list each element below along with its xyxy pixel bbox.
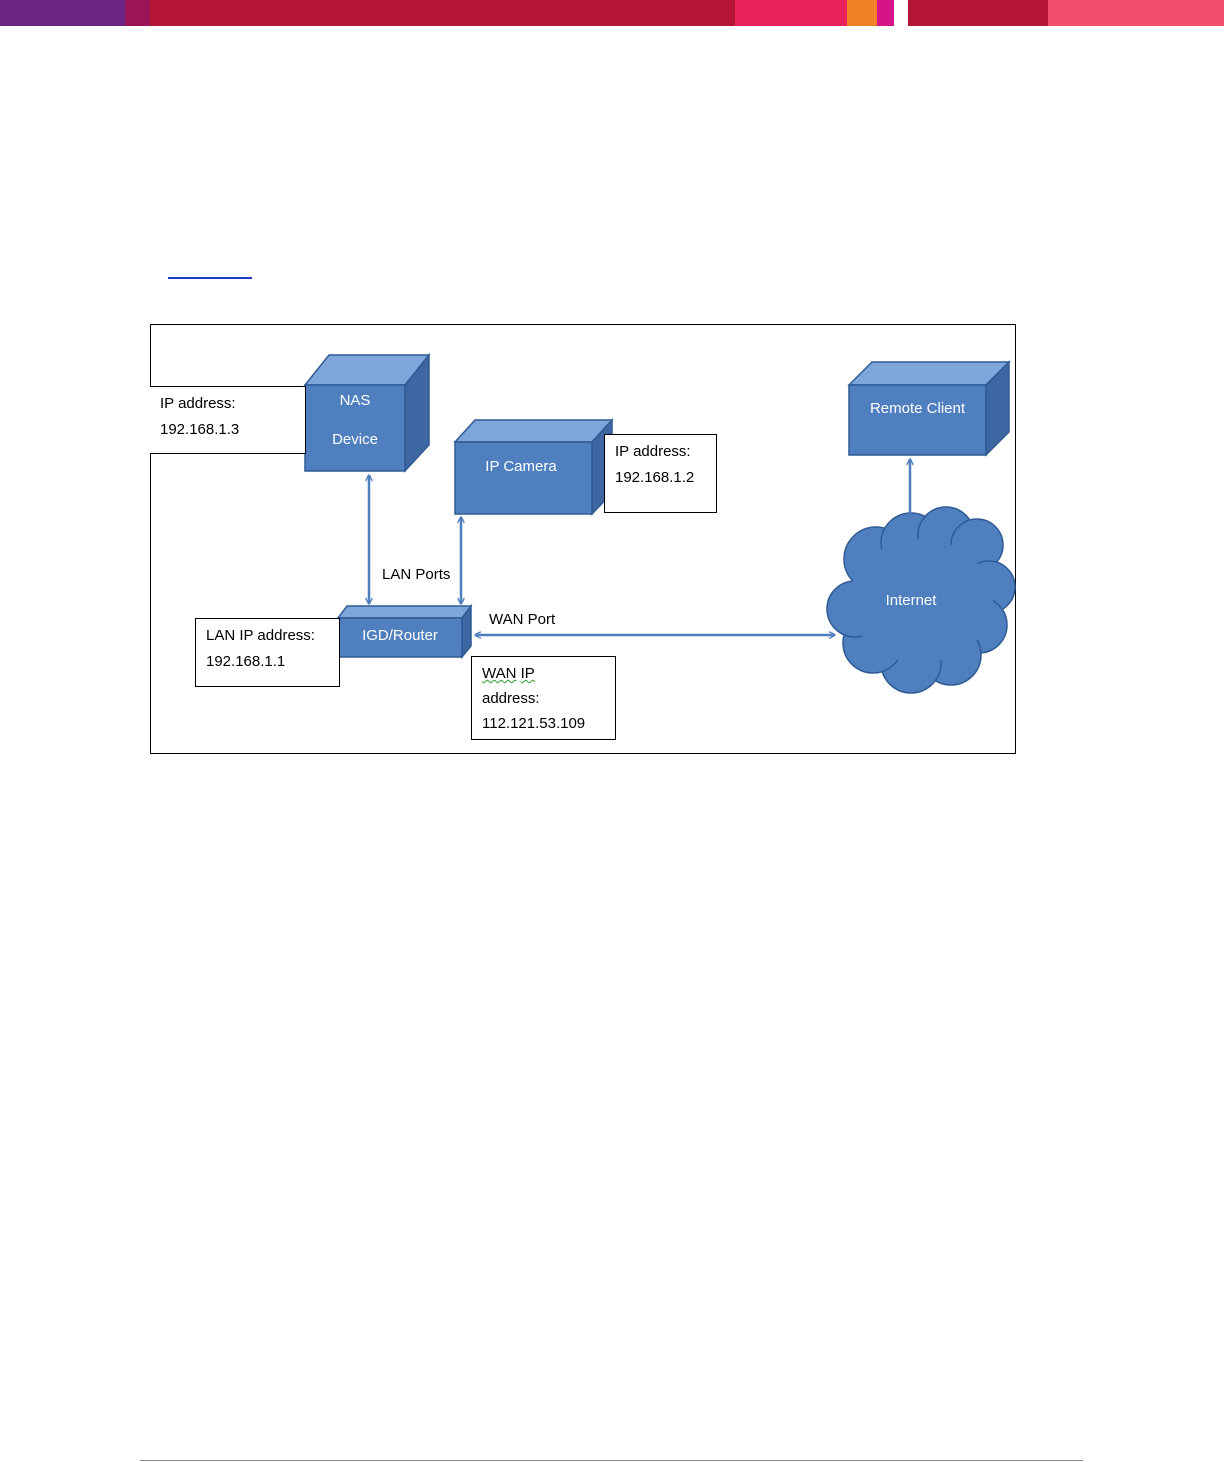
lan-ip-label: LAN IP address: [206, 627, 315, 644]
camera-ip-value: 192.168.1.2 [615, 469, 695, 486]
top-bar-segment [735, 0, 847, 26]
router-cube [336, 603, 473, 660]
nas-label-line2: Device [332, 431, 378, 448]
hyperlink-underline[interactable] [168, 277, 252, 279]
wan-address-label: address: [482, 690, 540, 707]
wan-ip-callout: WAN IP address: 112.121.53.109 [471, 656, 616, 740]
wan-ip-value: 112.121.53.109 [482, 715, 586, 732]
router-label: IGD/Router [362, 627, 438, 644]
ip-word: IP [520, 665, 535, 682]
top-bar-segment [125, 0, 150, 26]
nas-ip-label: IP address: [160, 395, 236, 412]
nas-device-cube [303, 352, 431, 473]
nas-label-line1: NAS [339, 392, 371, 409]
wan-ip-label-line: WAN IP [482, 661, 605, 686]
remote-client-label: Remote Client [869, 400, 966, 417]
internet-cloud [826, 506, 1016, 694]
lan-ports-label: LAN Ports [382, 566, 451, 583]
connector-arrows [369, 459, 910, 635]
ip-camera-label: IP Camera [485, 458, 557, 475]
camera-ip-label: IP address: [615, 443, 691, 460]
remote-client-cube [847, 360, 1011, 457]
wan-word: WAN [482, 665, 517, 682]
top-color-bar [0, 0, 1224, 26]
top-bar-segment [877, 0, 894, 26]
top-bar-segment [1048, 0, 1224, 26]
footer-rule [140, 1460, 1083, 1461]
top-bar-segment [908, 0, 1048, 26]
internet-label: Internet [885, 592, 937, 609]
wan-port-label: WAN Port [489, 611, 556, 628]
nas-ip-callout: IP address: 192.168.1.3 [150, 386, 306, 454]
lan-ip-value: 192.168.1.1 [206, 653, 286, 670]
nas-ip-value: 192.168.1.3 [160, 421, 240, 438]
lan-ip-callout: LAN IP address: 192.168.1.1 [195, 618, 340, 687]
top-bar-segment [894, 0, 908, 26]
top-bar-segment [847, 0, 877, 26]
top-bar-segment [150, 0, 735, 26]
top-bar-segment [0, 0, 125, 26]
network-diagram: IP address: 192.168.1.3 IP address: 192.… [150, 324, 1016, 754]
camera-ip-callout: IP address: 192.168.1.2 [604, 434, 717, 513]
